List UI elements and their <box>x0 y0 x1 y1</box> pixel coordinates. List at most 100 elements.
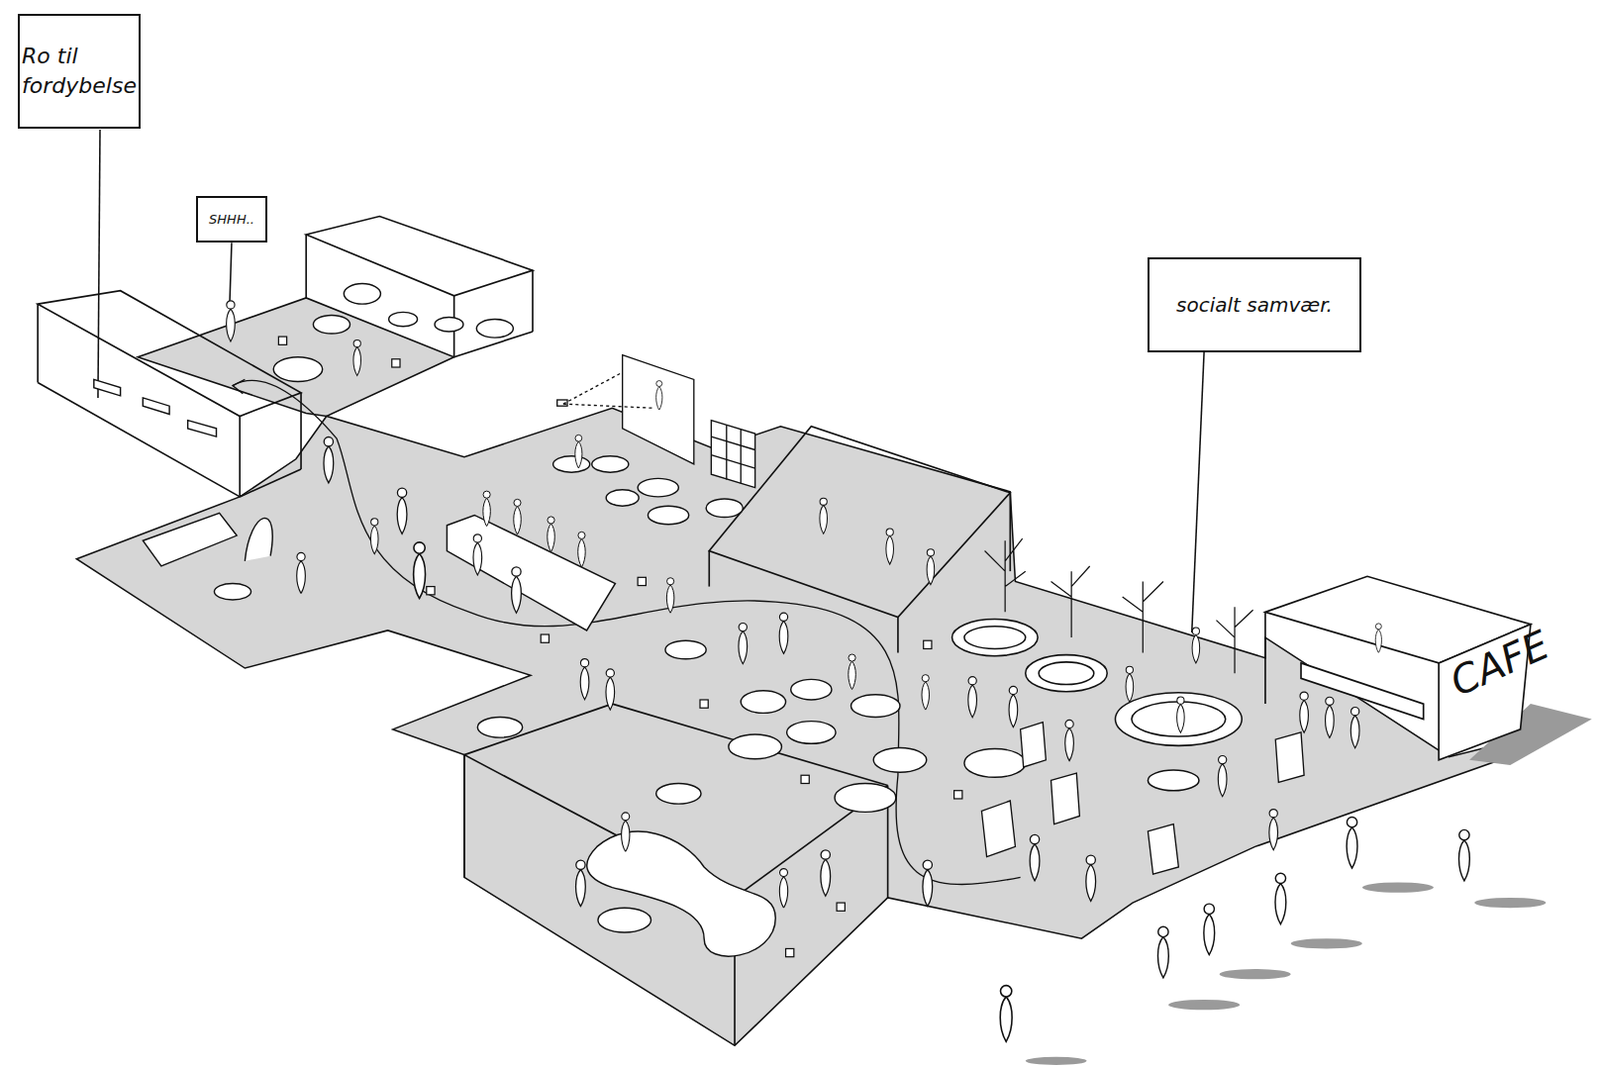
person <box>819 498 828 534</box>
beanbag <box>389 311 418 326</box>
people-shadows <box>1025 882 1547 1065</box>
cup <box>954 791 963 800</box>
person <box>779 612 789 654</box>
cup <box>637 577 646 586</box>
sofa <box>142 512 237 567</box>
person <box>547 516 555 553</box>
box-edge <box>464 703 612 756</box>
person <box>397 488 407 534</box>
person <box>886 528 895 565</box>
ring-bench <box>952 619 1039 657</box>
person <box>1125 666 1134 702</box>
leader-line <box>1192 352 1204 633</box>
trees <box>985 538 1254 674</box>
person <box>370 518 379 555</box>
shadow <box>1474 898 1546 908</box>
cup <box>278 336 287 345</box>
floor-main <box>76 407 1531 1046</box>
tree <box>1122 581 1164 653</box>
box-edge <box>36 303 39 383</box>
lounge-sofa <box>587 831 777 957</box>
cup <box>540 634 549 643</box>
person <box>413 542 426 600</box>
shadow <box>1025 1057 1088 1066</box>
person <box>575 434 583 469</box>
box-edge <box>304 234 307 299</box>
person <box>605 669 615 710</box>
person <box>483 491 491 527</box>
person <box>738 622 748 664</box>
sign-text: SHHH.. <box>208 210 255 229</box>
beanbag <box>434 317 464 332</box>
person <box>1000 986 1012 1043</box>
person <box>621 812 630 853</box>
table <box>553 456 591 473</box>
table <box>873 747 927 773</box>
ring-benches <box>952 619 1243 792</box>
bookshelf <box>710 420 755 489</box>
lounge-box <box>464 703 889 1046</box>
projector-ray <box>563 372 623 404</box>
projector-ray <box>563 403 654 408</box>
person <box>576 860 587 906</box>
study-desk <box>142 398 170 414</box>
projector <box>557 400 568 406</box>
box-edge <box>300 393 302 470</box>
table <box>705 499 743 518</box>
box-edge <box>531 270 534 332</box>
study-desk <box>188 420 217 437</box>
table <box>647 505 689 525</box>
ring-bench <box>1025 655 1107 693</box>
box-edge <box>707 551 710 588</box>
callout-sign: Ro til fordybelse <box>17 13 141 129</box>
ring-bench <box>1147 770 1200 792</box>
person <box>1029 834 1040 881</box>
person <box>1065 719 1075 761</box>
table <box>787 721 836 745</box>
screen <box>622 355 695 465</box>
table <box>728 734 783 760</box>
tree <box>985 538 1026 612</box>
person <box>1203 903 1215 956</box>
cup <box>786 948 795 957</box>
table <box>273 357 322 383</box>
box-top <box>305 215 533 296</box>
person <box>226 300 236 342</box>
callout-sign: SHHH.. <box>196 196 268 243</box>
person <box>926 549 935 586</box>
board <box>1275 732 1304 783</box>
cup <box>836 902 845 911</box>
cups <box>278 336 962 958</box>
direction-arrow <box>232 379 245 394</box>
table <box>740 691 786 714</box>
table <box>605 490 639 506</box>
shadow <box>1168 1000 1240 1010</box>
furniture <box>94 284 776 958</box>
circulation-line <box>232 381 1021 886</box>
person <box>1086 855 1097 901</box>
person <box>1269 809 1279 851</box>
cup <box>800 775 809 784</box>
person <box>656 381 663 411</box>
shelf-line <box>740 429 742 485</box>
long-table <box>446 514 615 630</box>
table <box>964 748 1026 778</box>
person <box>1459 829 1471 882</box>
tables <box>213 314 1025 933</box>
person <box>820 850 831 897</box>
person <box>848 654 856 691</box>
box-edge <box>463 755 466 879</box>
person <box>323 437 334 484</box>
shelf-line <box>710 455 755 469</box>
table <box>834 783 897 812</box>
sign-text: Ro til fordybelse <box>21 41 137 100</box>
board <box>1051 773 1081 825</box>
cup <box>426 587 435 596</box>
person <box>578 531 586 568</box>
table <box>312 314 350 334</box>
box-top <box>37 291 301 417</box>
shelf-line <box>725 425 727 481</box>
board <box>1147 824 1179 875</box>
